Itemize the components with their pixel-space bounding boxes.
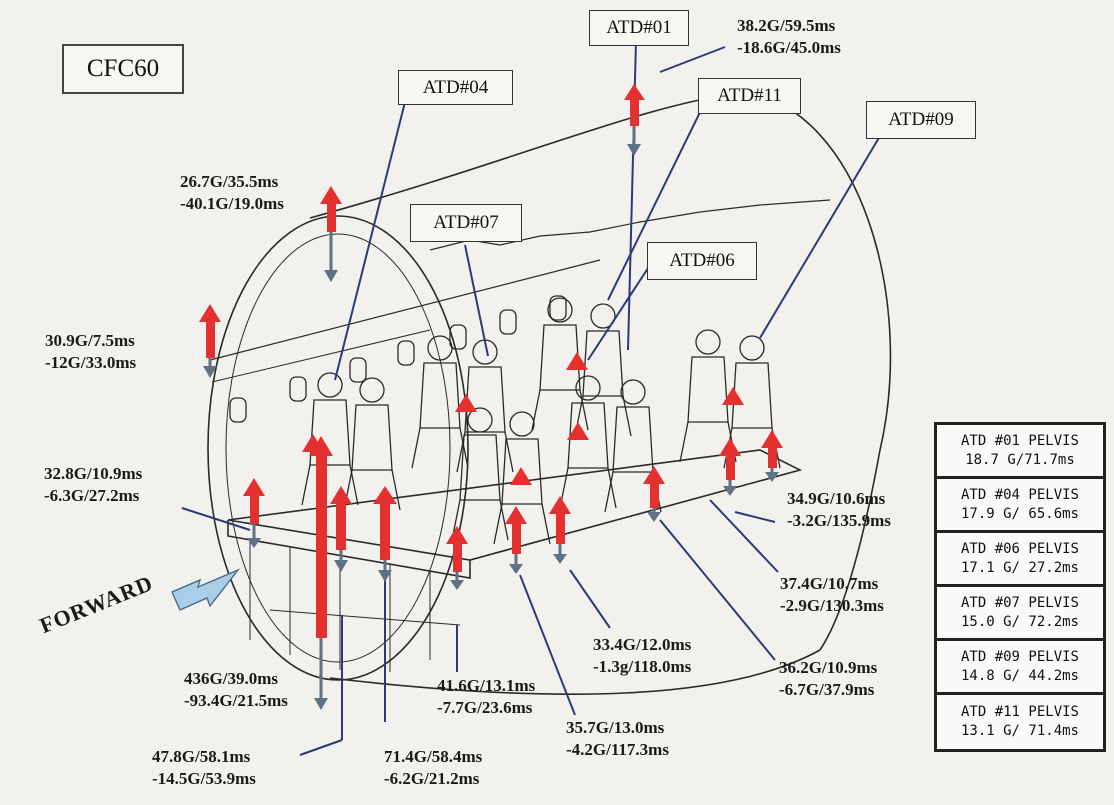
leader-lower-left — [300, 740, 342, 755]
arrow-mid-rail — [549, 496, 571, 564]
arrow-bin — [199, 304, 221, 378]
measurement-lower-center: 71.4G/58.4ms-6.2G/21.2ms — [384, 746, 482, 790]
arrow-aft-rail — [643, 466, 665, 522]
measurement-bin: 30.9G/7.5ms-12G/33.0ms — [45, 330, 136, 374]
leader-ceiling — [660, 47, 725, 72]
arrow-sidewall — [243, 478, 265, 548]
measurement-mid-rail: 33.4G/12.0ms-1.3g/118.0ms — [593, 634, 691, 678]
measurement-upper-frame: 26.7G/35.5ms-40.1G/19.0ms — [180, 171, 284, 215]
measurement-sidewall: 32.8G/10.9ms-6.3G/27.2ms — [44, 463, 142, 507]
leader-atd09 — [760, 136, 880, 338]
measurement-aft-rail: 36.2G/10.9ms-6.7G/37.9ms — [779, 657, 877, 701]
leader-rear-floor — [735, 512, 775, 522]
arrow-rear-floor — [761, 430, 783, 482]
arrow-center-rail — [505, 506, 527, 574]
leader-rear-rail — [710, 500, 778, 572]
measurement-rear-floor: 34.9G/10.6ms-3.2G/135.9ms — [787, 488, 891, 532]
arrow-atd07-row — [510, 467, 532, 485]
leader-lines — [182, 41, 880, 755]
atd07-label: ATD#07 — [410, 204, 522, 242]
measurement-ceiling: 38.2G/59.5ms-18.6G/45.0ms — [737, 15, 841, 59]
acceleration-arrows — [199, 84, 783, 710]
measurement-center-rail: 35.7G/13.0ms-4.2G/117.3ms — [566, 717, 669, 761]
cfc-filter-label: CFC60 — [62, 44, 184, 94]
arrow-atd09-seat — [722, 387, 744, 405]
arrow-ceiling — [624, 84, 645, 156]
leader-mid-rail — [570, 570, 610, 628]
measurement-center-floor: 41.6G/13.1ms-7.7G/23.6ms — [437, 675, 535, 719]
leader-atd07 — [465, 245, 488, 356]
atd01-label: ATD#01 — [589, 10, 689, 46]
measurement-cargo-front: 436G/39.0ms-93.4G/21.5ms — [184, 668, 288, 712]
measurement-lower-left: 47.8G/58.1ms-14.5G/53.9ms — [152, 746, 256, 790]
forward-arrow-icon — [172, 570, 238, 610]
atd11-label: ATD#11 — [698, 78, 801, 114]
arrow-cargo-front — [309, 436, 333, 710]
arrow-lower-left — [330, 486, 352, 572]
atd04-label: ATD#04 — [398, 70, 513, 105]
atd09-label: ATD#09 — [866, 101, 976, 139]
measurement-rear-rail: 37.4G/10.7ms-2.9G/130.3ms — [780, 573, 884, 617]
arrow-center-floor — [446, 526, 468, 590]
atd06-label: ATD#06 — [647, 242, 757, 280]
arrow-lower-center — [373, 486, 397, 582]
